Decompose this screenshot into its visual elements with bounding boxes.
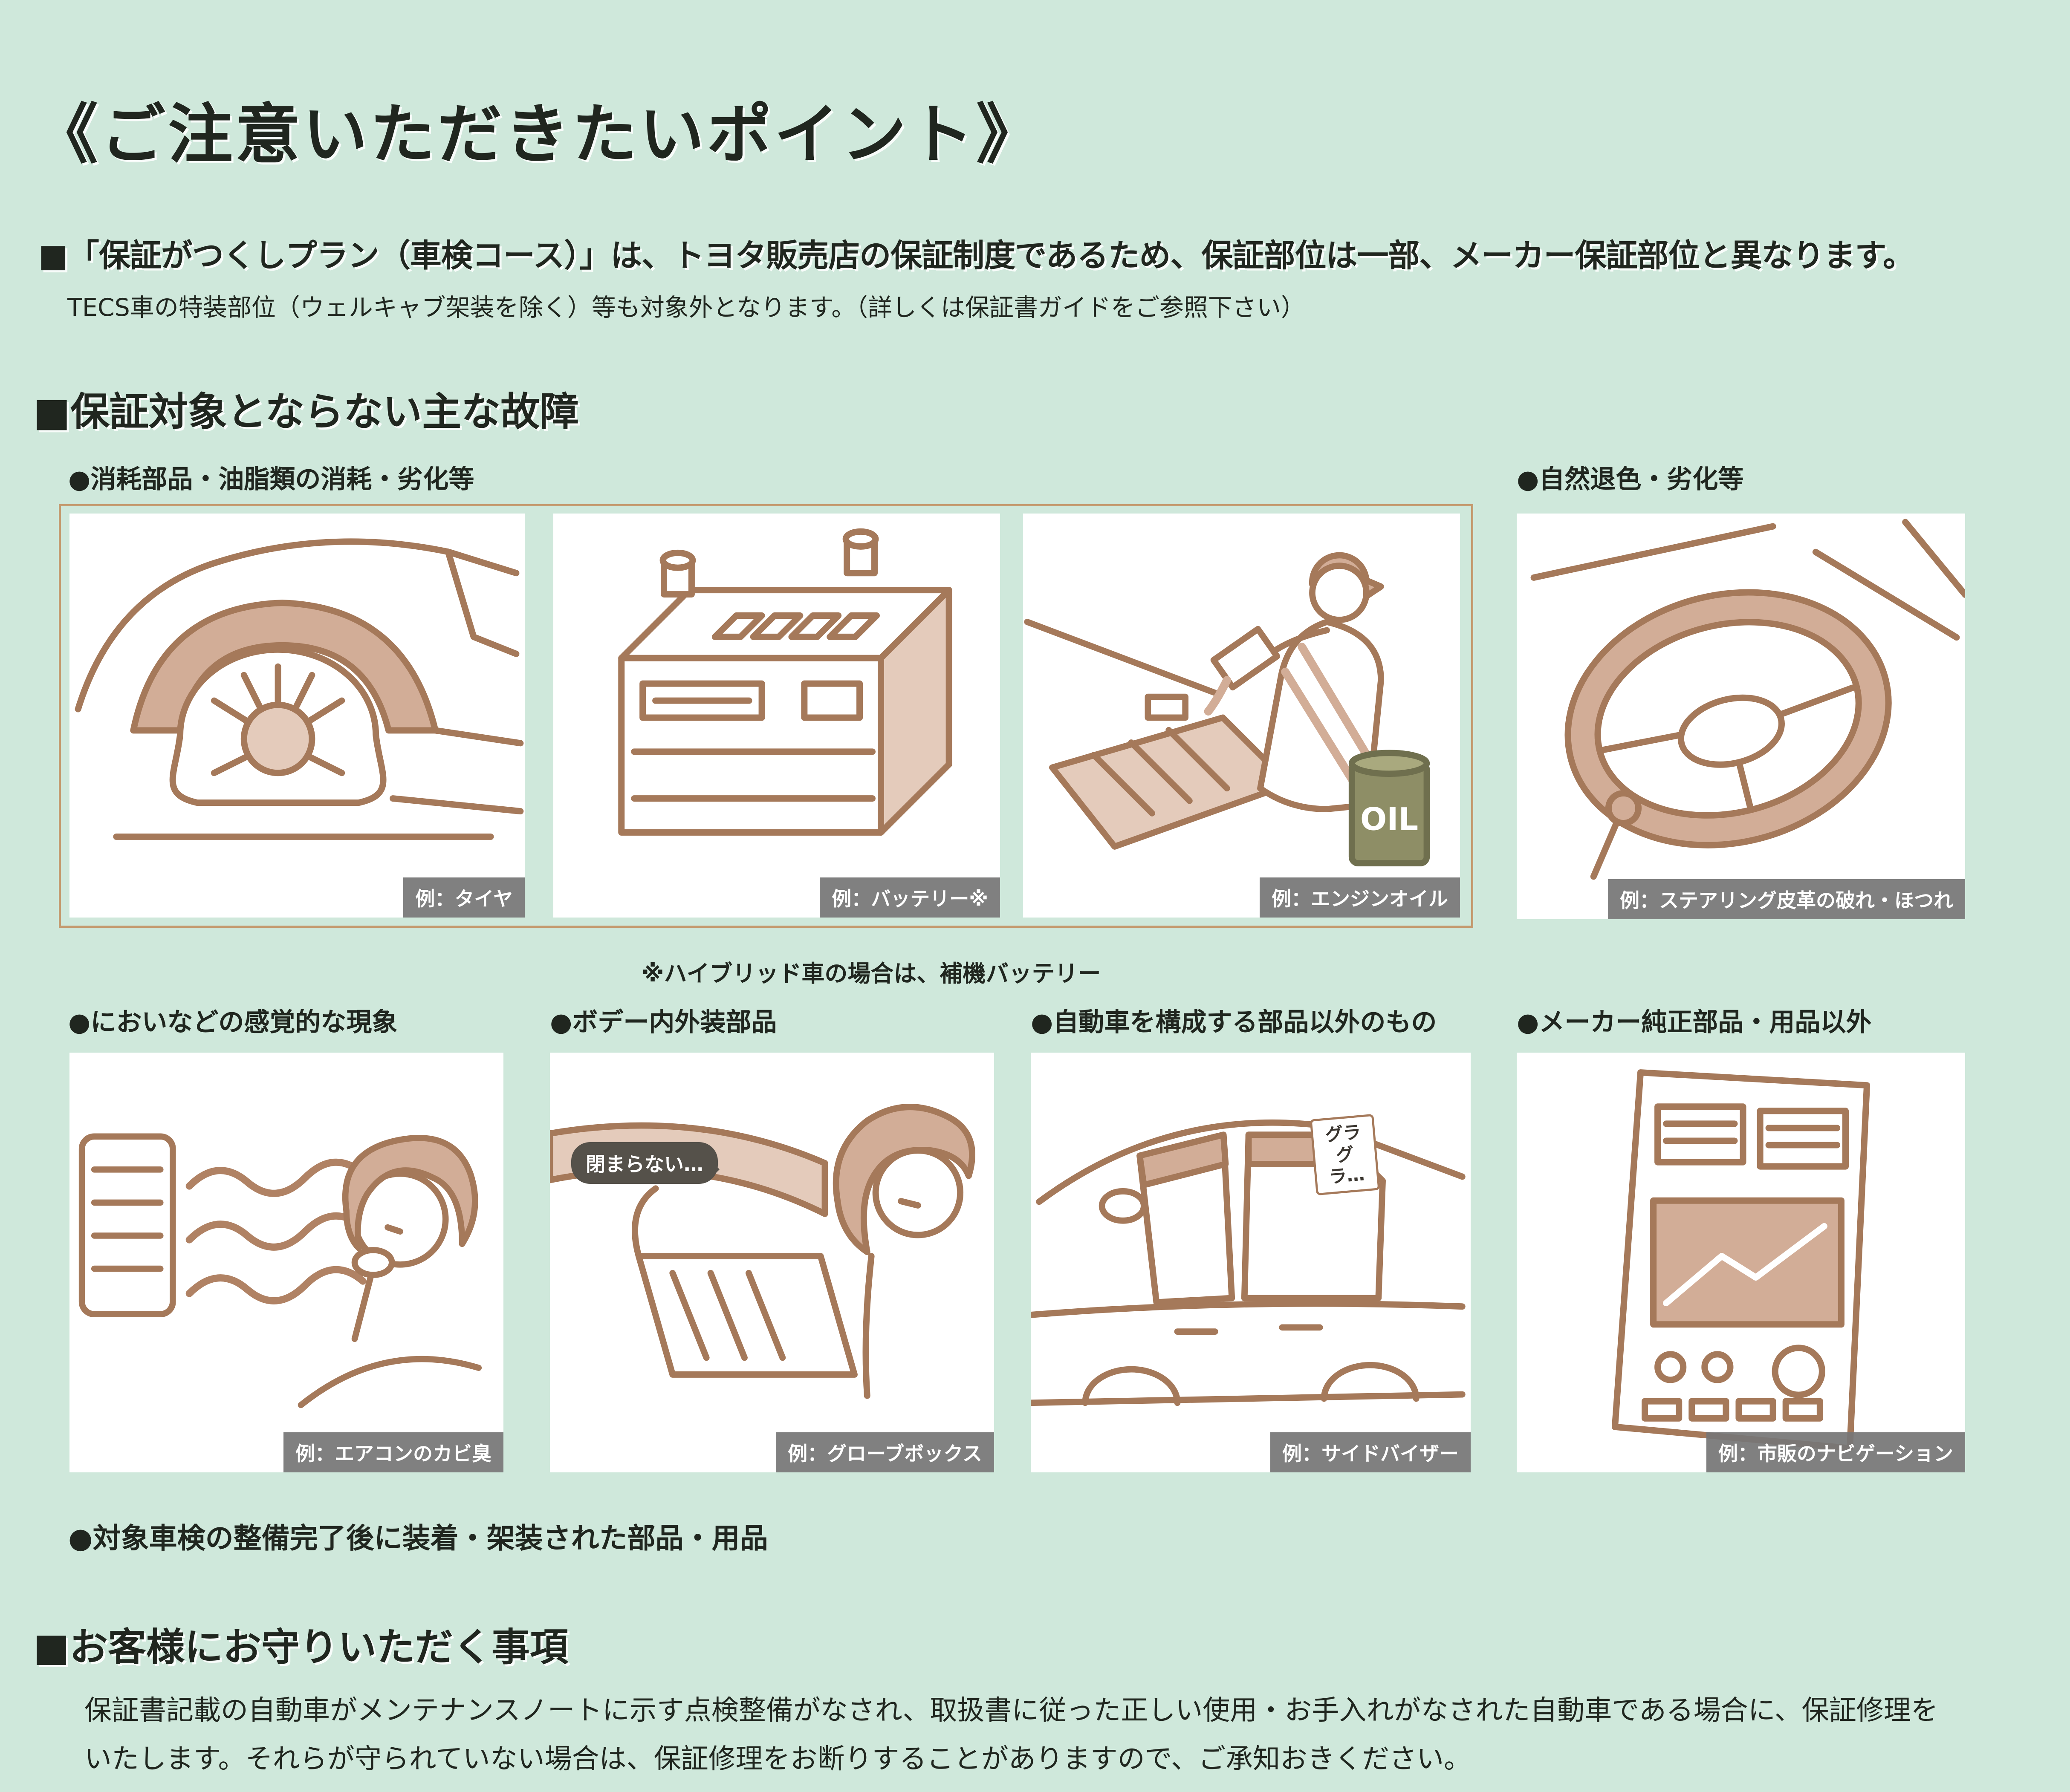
example-caption: 例：エアコンのカビ臭 bbox=[283, 1432, 503, 1472]
example-caption: 例：市販のナビゲーション bbox=[1706, 1432, 1965, 1472]
engine-oil-illustration: OIL bbox=[1024, 552, 1430, 866]
category-non-genuine-label: ●メーカー純正部品・用品以外 bbox=[1517, 1007, 1872, 1037]
example-side-visor-image: グラグラ… 例：サイドバイザー bbox=[1031, 1053, 1471, 1472]
category-non-vehicle-parts-label: ●自動車を構成する部品以外のもの bbox=[1031, 1007, 1437, 1037]
navigation-illustration bbox=[1611, 1069, 1871, 1451]
example-ac-smell-image: 例：エアコンのカビ臭 bbox=[69, 1053, 503, 1472]
customer-section-heading: ■お客様にお守りいただく事項 bbox=[33, 1625, 569, 1670]
side-visor-illustration bbox=[1031, 1119, 1466, 1406]
speech-bubble: グラグラ… bbox=[1310, 1114, 1380, 1195]
faults-section-heading: ■保証対象とならない主な故障 bbox=[33, 389, 579, 435]
category-fading-label: ●自然退色・劣化等 bbox=[1517, 465, 1744, 494]
example-caption: 例：エンジンオイル bbox=[1260, 877, 1460, 918]
example-caption: 例：グローブボックス bbox=[776, 1432, 994, 1472]
example-steering-image: 例：ステアリング皮革の破れ・ほつれ bbox=[1517, 514, 1965, 919]
glove-box-illustration bbox=[550, 1104, 975, 1399]
category-consumables-label: ●消耗部品・油脂類の消耗・劣化等 bbox=[68, 465, 474, 494]
example-caption: 例：バッテリー※ bbox=[820, 877, 1000, 918]
ac-smell-illustration bbox=[78, 1133, 482, 1408]
consumables-group-border bbox=[59, 504, 1473, 928]
intro-note: TECS車の特装部位（ウェルキャブ架装を除く）等も対象外となります。（詳しくは保… bbox=[67, 294, 1305, 322]
category-smell-label: ●においなどの感覚的な現象 bbox=[68, 1007, 398, 1037]
example-engine-oil-image: OIL 例：エンジンオイル bbox=[1023, 514, 1460, 918]
example-tire-image: 例：タイヤ bbox=[69, 514, 525, 918]
oil-can-label: OIL bbox=[1360, 801, 1418, 837]
battery-illustration bbox=[618, 528, 952, 836]
speech-bubble: 閉まらない… bbox=[571, 1142, 720, 1184]
example-caption: 例：ステアリング皮革の破れ・ほつれ bbox=[1608, 879, 1965, 919]
extra-fault-item: ●対象車検の整備完了後に装着・架装された部品・用品 bbox=[68, 1522, 768, 1555]
hybrid-battery-note: ※ハイブリッド車の場合は、補機バッテリー bbox=[642, 960, 1101, 987]
flat-tire-illustration bbox=[75, 538, 524, 840]
page-title: 《ご注意いただきたいポイント》 bbox=[33, 97, 1044, 172]
category-body-parts-label: ●ボデー内外装部品 bbox=[550, 1007, 777, 1037]
customer-body-line-2: いたします。それらが守られていない場合は、保証修理をお断りすることがありますので… bbox=[84, 1743, 1472, 1775]
customer-body-line-1: 保証書記載の自動車がメンテナンスノートに示す点検整備がなされ、取扱書に従った正し… bbox=[84, 1695, 1938, 1726]
steering-wheel-illustration bbox=[1530, 519, 1965, 880]
example-caption: 例：サイドバイザー bbox=[1270, 1432, 1471, 1472]
example-glove-box-image: 閉まらない… 例：グローブボックス bbox=[550, 1053, 994, 1472]
example-caption: 例：タイヤ bbox=[403, 877, 525, 918]
example-navigation-image: 例：市販のナビゲーション bbox=[1517, 1053, 1965, 1472]
intro-heading: ■「保証がつくしプラン（車検コース）」は、トヨタ販売店の保証制度であるため、保証… bbox=[38, 237, 1914, 274]
example-battery-image: 例：バッテリー※ bbox=[553, 514, 1000, 918]
